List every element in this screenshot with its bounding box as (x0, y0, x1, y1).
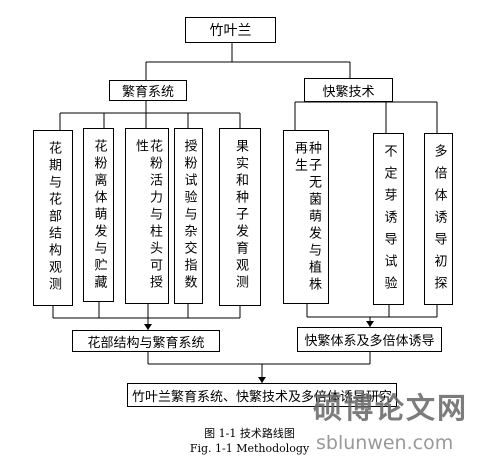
left-item-3: 花粉活力与柱头可授性 (125, 128, 169, 304)
arrow-head (258, 377, 266, 383)
merge-left-label: 花部结构与繁育系统 (87, 335, 205, 351)
watermark-logo: 硕博论文网 (313, 391, 469, 425)
right-item-1-label: 种子无菌萌发与植株再生 (292, 141, 321, 294)
branch-right-label: 快繁技术 (322, 84, 375, 100)
watermark-url: sblunwen.com (316, 432, 454, 454)
right-item-2-label: 不定芽诱导试验 (381, 144, 397, 298)
left-item-3-label: 花粉活力与柱头可授性 (133, 139, 162, 292)
branch-left-node: 繁育系统 (109, 80, 187, 101)
left-item-2-label: 花粉离体萌发与贮藏 (91, 139, 107, 292)
merge-left-node: 花部结构与繁育系统 (72, 330, 220, 352)
left-item-4: 授粉试验与杂交指数 (174, 128, 203, 304)
branch-right-node: 快繁技术 (304, 78, 393, 102)
caption-cn: 图 1-1 技术路线图 (204, 427, 295, 440)
final-label: 竹叶兰繁育系统、快繁技术及多倍体诱导研究 (131, 389, 392, 405)
left-item-1: 花期与花部结构观测 (33, 130, 73, 306)
merge-right-node: 快繁体系及多倍体诱导 (297, 327, 442, 352)
left-item-5-label: 果实和种子发育观测 (233, 139, 248, 292)
merge-right-label: 快繁体系及多倍体诱导 (304, 334, 435, 349)
arrow-head (144, 324, 152, 330)
left-item-4-label: 授粉试验与杂交指数 (181, 139, 197, 292)
right-item-3: 多倍体诱导初探 (424, 133, 453, 305)
left-item-2: 花粉离体萌发与贮藏 (83, 128, 114, 302)
branch-left-label: 繁育系统 (121, 85, 174, 100)
caption-en: Fig. 1-1 Methodology (189, 442, 310, 455)
arrow-head (366, 321, 374, 327)
root-node: 竹叶兰 (185, 17, 276, 43)
root-label: 竹叶兰 (209, 23, 252, 39)
right-item-1: 种子无菌萌发与植株再生 (283, 130, 329, 304)
final-node: 竹叶兰繁育系统、快繁技术及多倍体诱导研究 (127, 383, 397, 407)
left-item-1-label: 花期与花部结构观测 (46, 141, 61, 294)
right-item-2: 不定芽诱导试验 (373, 133, 404, 305)
right-item-3-label: 多倍体诱导初探 (431, 144, 447, 298)
left-item-5: 果实和种子发育观测 (219, 128, 261, 306)
